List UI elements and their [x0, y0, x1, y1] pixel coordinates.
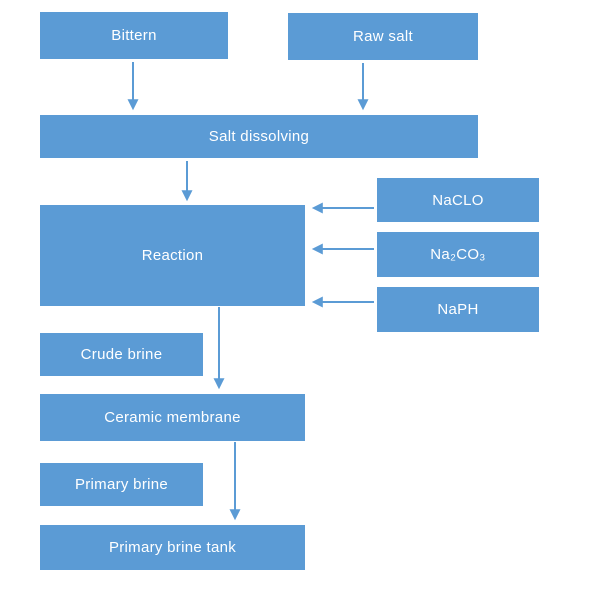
node-naph: NaPH: [377, 287, 539, 332]
node-naph-label: NaPH: [437, 301, 479, 318]
node-crude-brine-label: Crude brine: [80, 346, 163, 363]
node-ceramic-membrane: Ceramic membrane: [40, 394, 305, 441]
node-salt-dissolving-label: Salt dissolving: [208, 128, 310, 145]
node-raw-salt: Raw salt: [288, 13, 478, 60]
node-bittern-label: Bittern: [111, 27, 157, 44]
node-naclo: NaCLO: [377, 178, 539, 222]
node-primary-brine-tank: Primary brine tank: [40, 525, 305, 570]
node-primary-brine: Primary brine: [40, 463, 203, 506]
node-na2co3: Na₂CO₃: [377, 232, 539, 277]
node-raw-salt-label: Raw salt: [353, 28, 413, 45]
node-naclo-label: NaCLO: [432, 191, 484, 209]
node-na2co3-label: Na₂CO₃: [430, 246, 486, 263]
node-reaction-label: Reaction: [141, 247, 204, 264]
node-crude-brine: Crude brine: [40, 333, 203, 376]
node-bittern: Bittern: [40, 12, 228, 59]
node-reaction: Reaction: [40, 205, 305, 306]
node-primary-brine-tank-label: Primary brine tank: [108, 539, 237, 556]
node-salt-dissolving: Salt dissolving: [40, 115, 478, 158]
node-primary-brine-label: Primary brine: [74, 476, 169, 493]
node-ceramic-membrane-label: Ceramic membrane: [104, 409, 241, 426]
